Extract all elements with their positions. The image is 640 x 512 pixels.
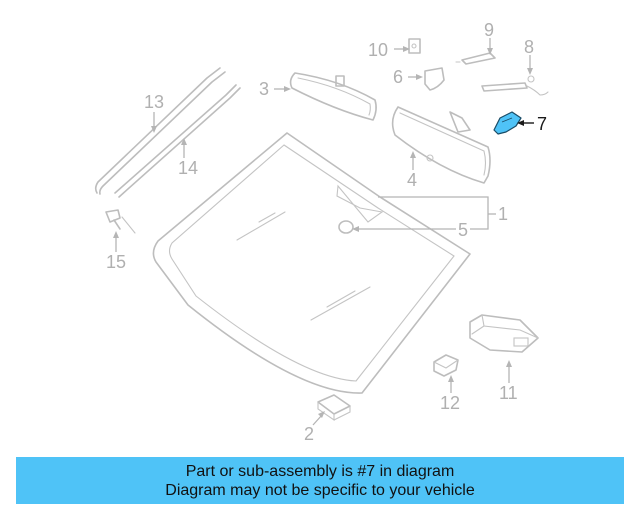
banner-line-1: Part or sub-assembly is #7 in diagram	[185, 462, 455, 480]
callout-8: 8	[524, 37, 534, 57]
callout-12: 12	[440, 393, 460, 413]
rain-sensor-wire[interactable]	[481, 75, 549, 96]
callout-14: 14	[178, 158, 198, 178]
callout-10: 10	[368, 40, 388, 60]
parts-diagram: 10 9 8 6 3 7 13 14 4 1 5 15 11 12 2	[94, 20, 549, 444]
mirror-cover[interactable]	[424, 67, 445, 91]
callout-11: 11	[499, 383, 518, 403]
callout-6: 6	[393, 67, 403, 87]
windshield-side-molding[interactable]	[114, 84, 241, 198]
callout-4: 4	[407, 170, 417, 190]
mirror-wire-harness[interactable]	[455, 52, 496, 65]
windshield[interactable]	[152, 132, 471, 394]
windshield-bracket[interactable]	[317, 394, 351, 422]
mounting-clip[interactable]	[433, 354, 459, 377]
highlighted-part-7[interactable]	[493, 111, 522, 135]
callout-3: 3	[259, 79, 269, 99]
callout-1: 1	[498, 204, 508, 224]
mirror-bracket[interactable]	[408, 38, 421, 54]
mirror-mount-button[interactable]	[338, 220, 354, 234]
sensor-module[interactable]	[469, 314, 539, 353]
inside-mirror-assembly[interactable]	[391, 106, 491, 184]
banner-line-2: Diagram may not be specific to your vehi…	[165, 481, 475, 499]
callout-5: 5	[458, 220, 468, 240]
windshield-molding[interactable]	[94, 67, 226, 195]
leader-lines	[113, 38, 534, 426]
callout-7: 7	[537, 114, 547, 134]
callout-15: 15	[106, 252, 126, 272]
callout-13: 13	[144, 92, 164, 112]
info-banner: Part or sub-assembly is #7 in diagram Di…	[16, 457, 624, 504]
callout-9: 9	[484, 20, 494, 40]
callout-2: 2	[304, 424, 314, 444]
molding-clip[interactable]	[105, 209, 136, 234]
rearview-mirror[interactable]	[289, 72, 377, 121]
